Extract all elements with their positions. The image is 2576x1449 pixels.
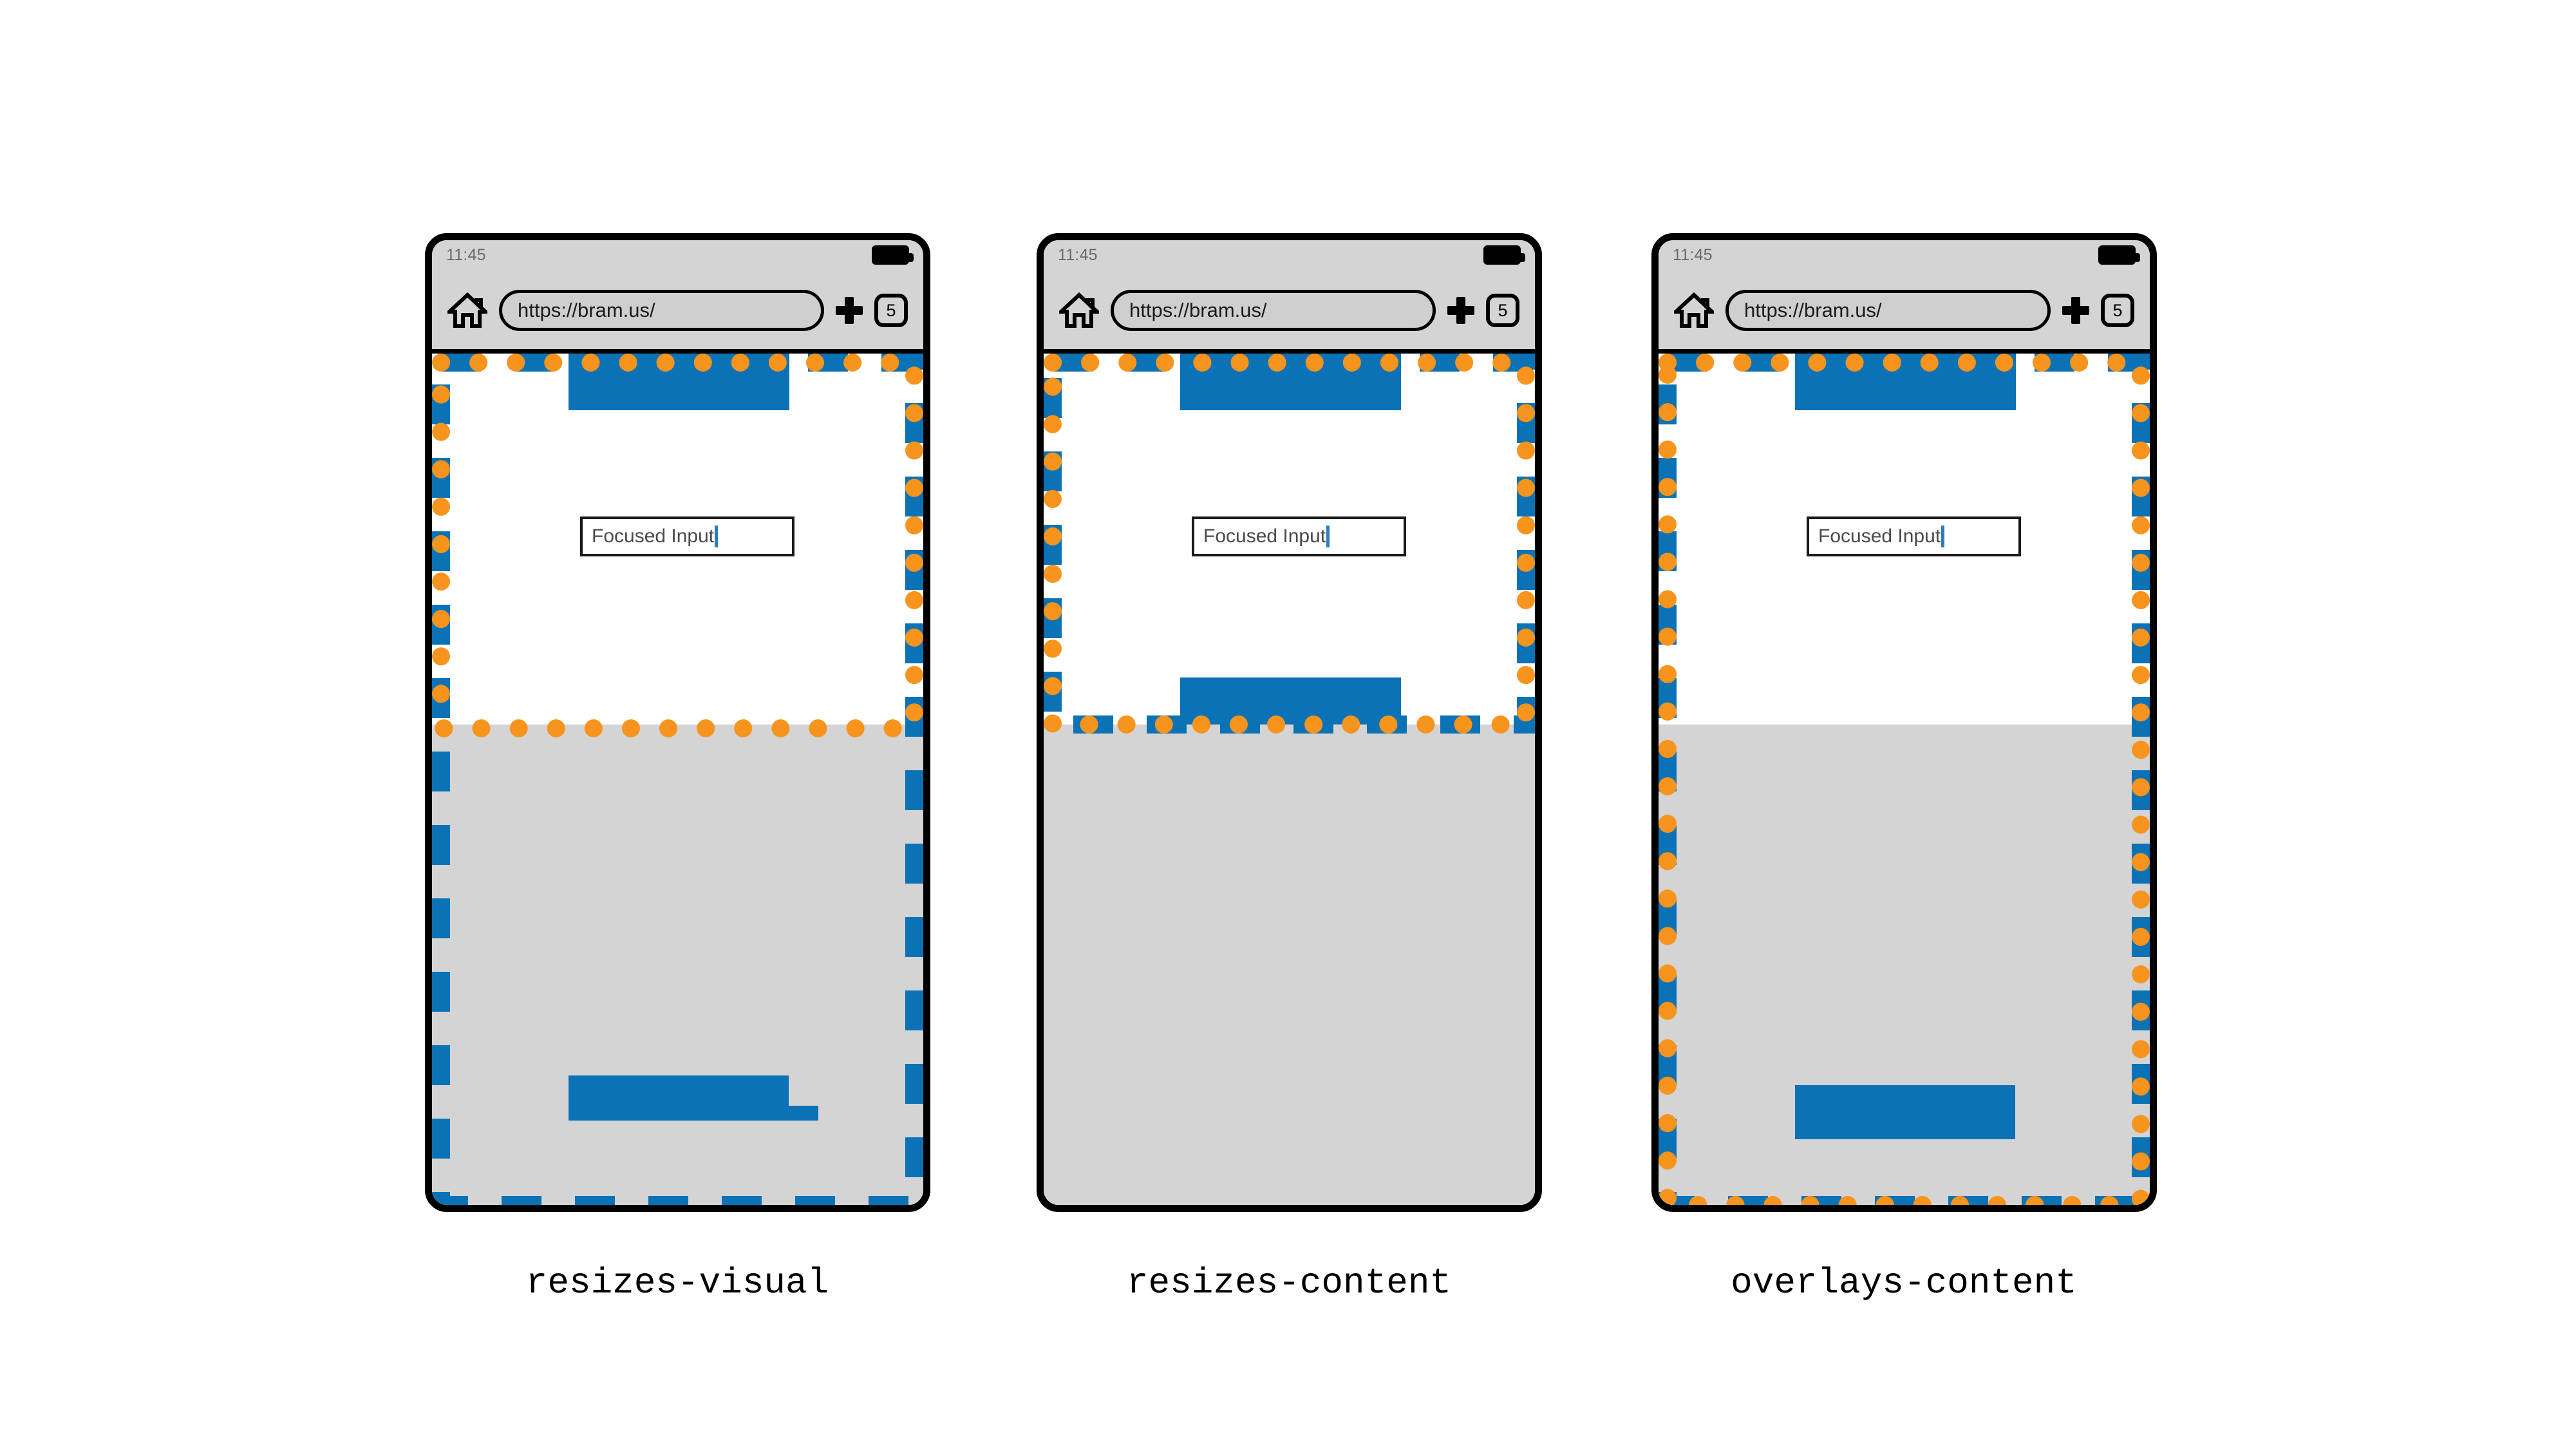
browser-toolbar: https://bram.us/ 5 [1659,272,2150,348]
status-bar: 11:45 [1659,240,2150,272]
status-clock: 11:45 [1673,246,1713,264]
phone-mockup-resizes-content: 11:45 https://bram.us/ 5 [1037,233,1542,1212]
virtual-keyboard[interactable] [432,724,923,1205]
caption-overlays-content: overlays-content [1731,1262,2077,1303]
browser-toolbar: https://bram.us/ 5 [432,272,923,348]
content-block-top [1795,354,2016,410]
content-block-top [1180,354,1401,410]
phone-mockup-resizes-visual: 11:45 https://bram.us/ 5 [425,233,930,1212]
focused-input[interactable]: Focused Input [1807,516,2021,556]
web-viewport: Focused Input [432,354,923,734]
status-clock: 11:45 [1058,246,1098,264]
device-screen: Focused Input [1659,354,2150,1205]
battery-full-icon [2098,245,2140,265]
url-bar[interactable]: https://bram.us/ [499,290,824,331]
url-text: https://bram.us/ [1744,299,1882,321]
battery-full-icon [1483,245,1525,265]
tab-count-button[interactable]: 5 [874,294,908,327]
plus-icon[interactable] [1447,297,1474,324]
device-screen: Focused Input [1044,354,1535,1205]
browser-chrome: 11:45 https://bram.us/ 5 [432,240,923,354]
status-clock: 11:45 [446,246,486,264]
home-icon[interactable] [444,292,491,328]
content-block-bottom-b [741,1106,818,1121]
home-icon[interactable] [1056,292,1102,328]
url-text: https://bram.us/ [518,299,655,321]
page-content: Focused Input [432,354,923,728]
web-viewport: Focused Input [1044,354,1535,734]
plus-icon[interactable] [2062,297,2089,324]
virtual-keyboard[interactable] [1659,724,2150,1205]
device-screen: Focused Input [432,354,923,1205]
browser-toolbar: https://bram.us/ 5 [1044,272,1535,348]
plus-icon[interactable] [836,297,863,324]
content-block-top [569,354,789,410]
caption-resizes-visual: resizes-visual [525,1262,829,1303]
home-icon[interactable] [1671,292,1717,328]
virtual-keyboard[interactable] [1044,724,1535,1205]
url-text: https://bram.us/ [1129,299,1267,321]
url-bar[interactable]: https://bram.us/ [1725,290,2051,331]
content-block-bottom-a [1795,1085,2015,1139]
browser-chrome: 11:45 https://bram.us/ 5 [1659,240,2150,354]
tab-count-button[interactable]: 5 [2101,294,2134,327]
phone-mockup-overlays-content: 11:45 https://bram.us/ 5 [1651,233,2157,1212]
web-viewport: Focused Input [1659,354,2150,734]
focused-input[interactable]: Focused Input [1192,516,1406,556]
focused-input-value: Focused Input [1203,526,1326,547]
focused-input-value: Focused Input [1818,526,1941,547]
status-bar: 11:45 [432,240,923,272]
text-caret [1941,526,1945,547]
content-block-bottom [1180,677,1401,728]
caption-resizes-content: resizes-content [1126,1262,1452,1303]
tab-count-button[interactable]: 5 [1486,294,1519,327]
text-caret [1326,526,1330,547]
page-content: Focused Input [1659,354,2150,728]
page-content: Focused Input [1044,354,1535,728]
battery-full-icon [872,245,914,265]
status-bar: 11:45 [1044,240,1535,272]
url-bar[interactable]: https://bram.us/ [1111,290,1436,331]
focused-input[interactable]: Focused Input [580,516,794,556]
browser-chrome: 11:45 https://bram.us/ 5 [1044,240,1535,354]
focused-input-value: Focused Input [592,526,715,547]
text-caret [715,526,719,547]
